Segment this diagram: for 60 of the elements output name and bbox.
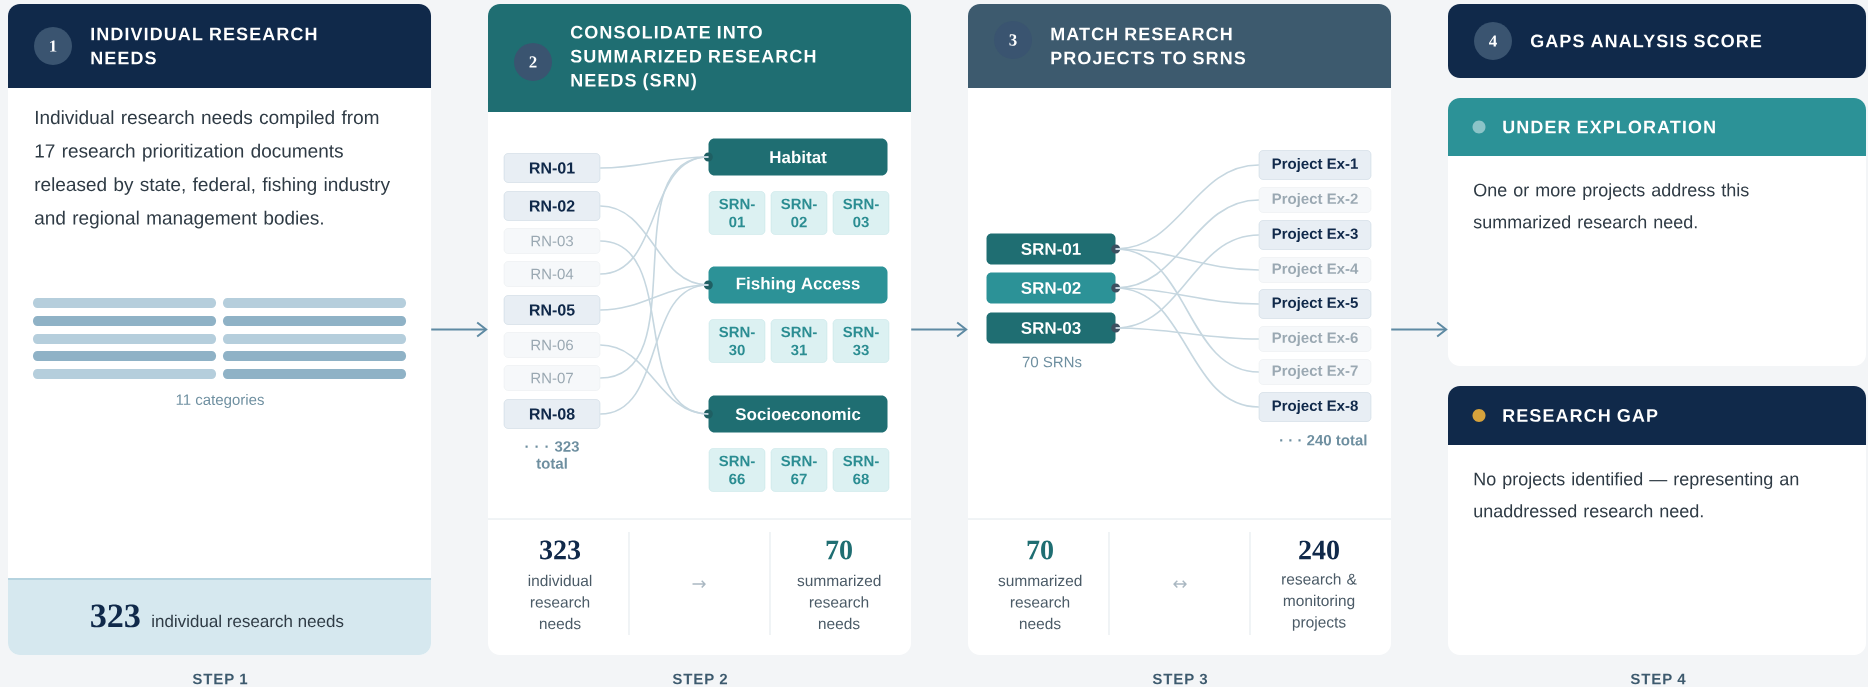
srn-box: SRN-03 (986, 312, 1121, 344)
srn-chip: SRN- 02 (770, 191, 828, 235)
label-box: RN-01 (503, 153, 601, 183)
project-box: Project Ex-4 (1258, 257, 1372, 283)
srn-chip: SRN- 68 (832, 448, 890, 492)
stat-caption: summarized research needs (797, 574, 881, 630)
label-box: RN-05 (503, 295, 601, 325)
connector (1114, 327, 1260, 340)
category-box: Habitat (703, 138, 888, 176)
stat-number: 240 (1299, 540, 1339, 560)
label-box: RN-04 (503, 261, 601, 287)
project-box: Project Ex-1 (1258, 150, 1372, 180)
project-box: Project Ex-6 (1258, 326, 1372, 352)
project-box: Project Ex-7 (1258, 359, 1372, 385)
connector (599, 344, 710, 415)
project-box: Project Ex-8 (1258, 392, 1372, 422)
status-card: RESEARCH GAP No projects identified — representing an unaddressed research need. (1448, 386, 1866, 655)
srn-chip: SRN- 03 (832, 191, 890, 235)
label-box: RN-02 (503, 191, 601, 221)
summary-band: 323 individual research needs (7, 578, 432, 655)
connector (599, 284, 710, 415)
category-box: Fishing Access (703, 266, 888, 304)
stat-number: 70 (826, 540, 852, 560)
connector (599, 156, 710, 379)
srn-chip: SRN- 66 (708, 448, 766, 492)
connector (430, 321, 488, 338)
stat-arrow: ↔ (1173, 580, 1187, 588)
stat-arrow: → (692, 580, 706, 588)
connector (910, 321, 968, 338)
score-header: 4 GAPS ANALYSIS SCORE (1448, 4, 1866, 78)
category-box: Socioeconomic (703, 395, 888, 433)
stat-number: 70 (1027, 540, 1053, 560)
label-box: RN-06 (503, 332, 601, 358)
stat-number: 323 (540, 540, 581, 560)
srn-chip: SRN- 33 (832, 319, 890, 363)
card-header: 1 INDIVIDUAL RESEARCH NEEDS (8, 4, 431, 88)
step-label: STEP 2 (672, 673, 728, 685)
srn-chip: SRN- 31 (770, 319, 828, 363)
connector (1114, 248, 1260, 373)
srn-chip: SRN- 30 (708, 319, 766, 363)
label-box: RN-08 (503, 399, 601, 429)
step-label: STEP 1 (192, 673, 248, 685)
stat-caption: research & monitoring projects (1282, 573, 1357, 631)
stat-caption: individual research needs (528, 574, 592, 630)
label-box: RN-03 (503, 228, 601, 254)
step-label: STEP 3 (1152, 673, 1208, 685)
stat-caption: summarized research needs (998, 574, 1082, 630)
connector (1390, 321, 1448, 338)
srn-chip: SRN- 67 (770, 448, 828, 492)
srn-box: SRN-02 (986, 272, 1121, 304)
project-box: Project Ex-2 (1258, 187, 1372, 213)
caption: 11 categories (176, 394, 264, 408)
status-card: UNDER EXPLORATION One or more projects address this summarized research need. (1448, 98, 1866, 366)
project-box: Project Ex-5 (1258, 289, 1372, 319)
srn-box: SRN-01 (986, 233, 1121, 265)
label-box: RN-07 (503, 365, 601, 391)
project-box: Project Ex-3 (1258, 220, 1372, 250)
step-label: STEP 4 (1630, 673, 1686, 685)
connector (1114, 287, 1260, 408)
srn-chip: SRN- 01 (708, 191, 766, 235)
